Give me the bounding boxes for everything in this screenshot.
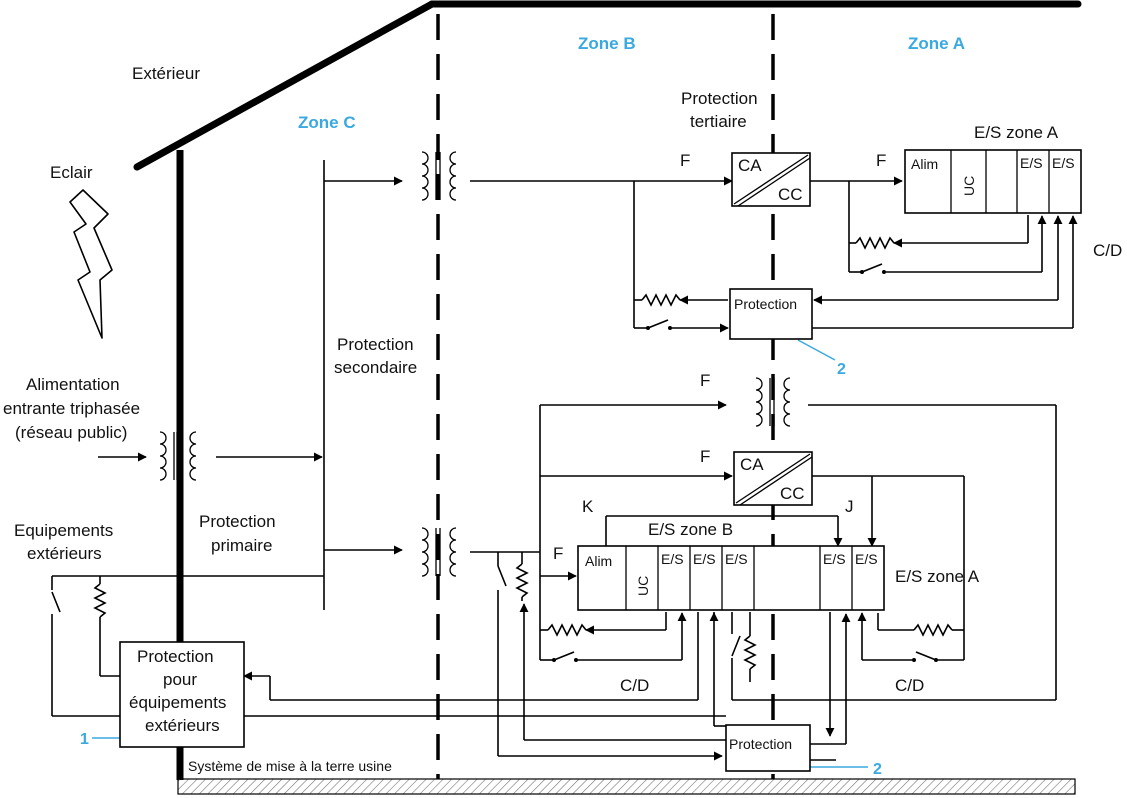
label-equipements-1: Equipements — [14, 521, 113, 540]
transformer-main-icon — [159, 431, 197, 481]
label-es-zone-a-bottom: E/S zone A — [895, 567, 980, 586]
label-f-1: F — [680, 151, 690, 170]
label-alimentation-2: entrante triphasée — [3, 399, 140, 418]
rack-top-uc: UC — [961, 176, 977, 196]
label-es-zone-a-top: E/S zone A — [974, 123, 1059, 142]
converter-bottom: CA CC — [733, 451, 813, 506]
label-ground-system: Système de mise à la terre usine — [188, 758, 392, 774]
label-protection-tertiaire-2: tertiaire — [690, 112, 747, 131]
label-protection-secondaire-2: secondaire — [334, 358, 417, 377]
rack-bottom: Alim UC E/S E/S E/S E/S E/S — [577, 545, 885, 611]
label-cd-bottom-right: C/D — [895, 676, 924, 695]
label-protection-secondaire-1: Protection — [337, 335, 414, 354]
labels: Extérieur Eclair Zone C Zone B Zone A Pr… — [3, 34, 1122, 778]
label-j: J — [845, 497, 854, 516]
transformer-zone-c-bottom-icon — [421, 527, 457, 577]
zone-boundaries — [436, 14, 775, 779]
label-protection-primaire-1: Protection — [199, 512, 276, 531]
protection-ext-line-1: Protection — [137, 647, 214, 666]
label-k: K — [582, 497, 594, 516]
label-f-2: F — [876, 151, 886, 170]
rack-bottom-es-2: E/S — [693, 551, 716, 567]
rack-top-es-1: E/S — [1020, 155, 1043, 171]
protection-exterior-box: Protection pour équipements extérieurs — [119, 641, 245, 748]
converter-bottom-ca: CA — [740, 455, 764, 474]
label-alimentation-3: (réseau public) — [15, 423, 127, 442]
label-alimentation-1: Alimentation — [26, 375, 120, 394]
converter-top: CA CC — [731, 152, 811, 207]
converter-top-cc: CC — [778, 185, 803, 204]
rack-top: Alim UC E/S E/S — [904, 149, 1082, 214]
wiring — [51, 160, 1078, 761]
rack-bottom-es-4: E/S — [823, 551, 846, 567]
label-f-3: F — [700, 371, 710, 390]
protection-ext-line-3: équipements — [129, 693, 226, 712]
label-exterieur: Extérieur — [132, 64, 200, 83]
rack-top-es-2: E/S — [1052, 155, 1075, 171]
protection-bottom-box: Protection — [725, 724, 811, 772]
label-number-2-bottom: 2 — [873, 761, 882, 778]
converter-top-ca: CA — [738, 156, 762, 175]
label-protection-tertiaire-1: Protection — [681, 89, 758, 108]
protection-ext-line-2: pour — [163, 670, 197, 689]
transformer-zone-c-top-icon — [421, 151, 457, 201]
label-eclair: Eclair — [50, 163, 93, 182]
label-f-5: F — [553, 544, 563, 563]
label-zone-a: Zone A — [908, 34, 965, 53]
label-cd-bottom-left: C/D — [620, 676, 649, 695]
rack-bottom-alim: Alim — [585, 553, 612, 569]
building-outline — [133, 0, 1082, 780]
protection-top-label: Protection — [734, 296, 797, 312]
callout-lines — [92, 339, 868, 768]
rack-top-alim: Alim — [911, 156, 938, 172]
label-equipements-2: extérieurs — [27, 544, 102, 563]
label-zone-c: Zone C — [298, 113, 356, 132]
rack-bottom-es-5: E/S — [855, 551, 878, 567]
label-zone-b: Zone B — [578, 34, 636, 53]
lightning-icon — [69, 189, 113, 339]
label-f-4: F — [700, 447, 710, 466]
protection-ext-line-4: extérieurs — [145, 716, 220, 735]
label-number-1: 1 — [80, 731, 89, 748]
protection-bottom-label: Protection — [729, 736, 792, 752]
rack-bottom-uc: UC — [635, 576, 651, 596]
label-cd-top: C/D — [1093, 241, 1122, 260]
protection-top-box: Protection — [729, 288, 813, 340]
label-es-zone-b: E/S zone B — [648, 520, 733, 539]
converter-bottom-cc: CC — [780, 484, 805, 503]
label-number-2-top: 2 — [837, 361, 846, 378]
label-protection-primaire-2: primaire — [211, 536, 272, 555]
rack-bottom-es-3: E/S — [725, 551, 748, 567]
transformer-zone-b-icon — [755, 377, 791, 427]
rack-bottom-es-1: E/S — [661, 551, 684, 567]
ground-strip — [177, 778, 1076, 795]
